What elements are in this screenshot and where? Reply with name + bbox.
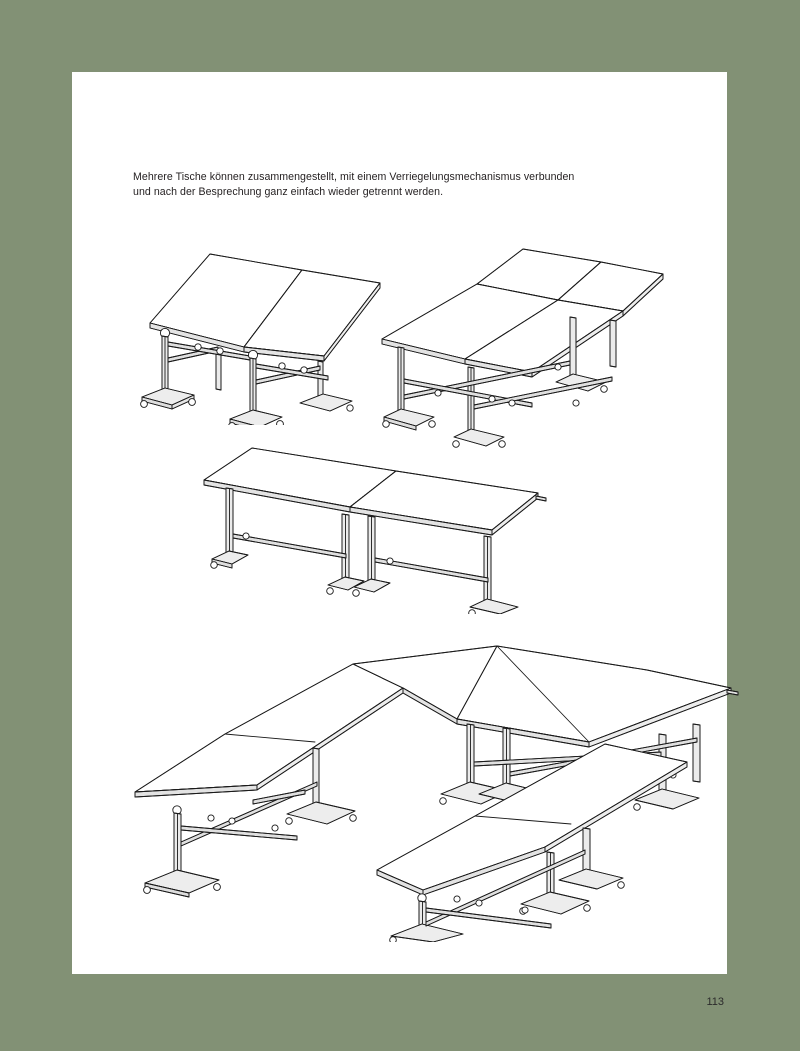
illustration-four-top-block [380, 227, 665, 452]
page-number: 113 [706, 996, 724, 1008]
illustration-two-tables-side-by-side [132, 230, 392, 425]
caption-line-1: Mehrere Tische können zusammengestellt, … [133, 171, 575, 183]
table-rear-left [134, 663, 404, 898]
front-top-pair [381, 273, 664, 378]
table-left [203, 447, 397, 595]
table-unit-right [228, 269, 381, 425]
caption-paragraph: Mehrere Tische können zusammengestellt, … [133, 170, 693, 200]
illustration-two-tables-in-a-row [200, 444, 610, 614]
table-frame-structure [382, 316, 617, 448]
table-right [349, 470, 547, 614]
table-front-right [376, 743, 688, 942]
table-connector-middle [352, 645, 498, 725]
page-sheet: Mehrere Tische können zusammengestellt, … [72, 72, 739, 974]
illustration-u-shaped-arrangement [127, 612, 742, 942]
caption-line-2: und nach der Besprechung ganz einfach wi… [133, 186, 444, 198]
